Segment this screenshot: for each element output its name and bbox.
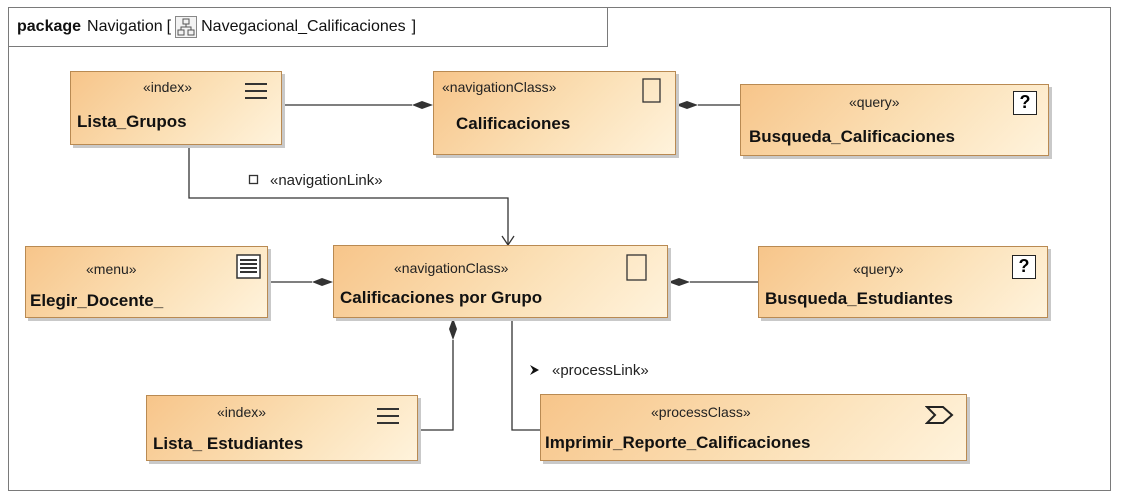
- diagram-type-icon: [175, 16, 198, 38]
- open-bracket: [: [166, 18, 172, 35]
- connector-calificacionesgrupo-listaestudiantes: [418, 340, 454, 431]
- node-elegir-docente[interactable]: «menu» Elegir_Docente_: [25, 246, 268, 318]
- stereotype-label: «index»: [217, 404, 267, 420]
- index-list-icon: [245, 83, 267, 99]
- navigation-class-icon: [642, 78, 661, 103]
- node-busqueda-estudiantes[interactable]: «query» ? Busqueda_Estudiantes: [758, 246, 1048, 318]
- composition-diamond: [676, 101, 698, 109]
- index-list-icon: [377, 408, 399, 424]
- navigation-link-text: «navigationLink»: [270, 172, 383, 189]
- composition-diamond: [412, 101, 433, 109]
- stereotype-label: «menu»: [86, 261, 137, 277]
- node-calificaciones-por-grupo[interactable]: «navigationClass» Calificaciones por Gru…: [333, 245, 668, 318]
- stereotype-label: «query»: [849, 94, 900, 110]
- navigation-link-icon: [248, 174, 259, 185]
- node-name: Lista_ Estudiantes: [153, 434, 304, 453]
- process-link-text: «processLink»: [552, 362, 649, 379]
- node-busqueda-calificaciones[interactable]: «query» ? Busqueda_Calificaciones: [740, 84, 1049, 156]
- node-calificaciones[interactable]: «navigationClass» Calificaciones: [433, 71, 676, 155]
- navigation-class-icon: [626, 254, 647, 281]
- stereotype-label: «navigationClass»: [394, 260, 509, 276]
- composition-diamond: [668, 278, 690, 286]
- process-link-line: [511, 318, 540, 431]
- package-keyword: package: [17, 18, 82, 35]
- node-name: Calificaciones por Grupo: [340, 288, 543, 307]
- navigation-link-line: [188, 145, 509, 244]
- query-icon: ?: [1013, 91, 1037, 115]
- query-icon: ?: [1012, 255, 1036, 279]
- menu-icon: [236, 254, 261, 279]
- node-name: Calificaciones: [456, 114, 571, 133]
- navigation-link-label: «navigationLink»: [248, 172, 383, 189]
- process-link-label: «processLink»: [528, 362, 649, 379]
- composition-diamond: [312, 278, 333, 286]
- node-name: Elegir_Docente_: [30, 291, 164, 310]
- stereotype-label: «processClass»: [651, 404, 751, 420]
- package-header: package Navigation [ Navegacional_Califi…: [8, 7, 608, 47]
- process-link-icon: [530, 365, 539, 375]
- stereotype-label: «navigationClass»: [442, 79, 557, 95]
- stereotype-label: «index»: [143, 79, 193, 95]
- node-name: Busqueda_Calificaciones: [749, 127, 955, 146]
- node-name: Busqueda_Estudiantes: [765, 289, 953, 308]
- node-name: Imprimir_Reporte_Calificaciones: [545, 433, 811, 452]
- close-bracket: ]: [411, 18, 417, 35]
- node-imprimir-reporte[interactable]: «processClass» Imprimir_Reporte_Califica…: [540, 394, 967, 461]
- composition-diamond: [449, 318, 457, 340]
- node-name: Lista_Grupos: [77, 112, 187, 131]
- stereotype-label: «query»: [853, 261, 904, 277]
- diagram-name: Navegacional_Calificaciones: [201, 18, 406, 35]
- package-name: Navigation: [87, 18, 163, 35]
- node-lista-estudiantes[interactable]: «index» Lista_ Estudiantes: [146, 395, 418, 461]
- node-lista-grupos[interactable]: «index» Lista_Grupos: [70, 71, 282, 145]
- process-class-icon: [925, 406, 954, 424]
